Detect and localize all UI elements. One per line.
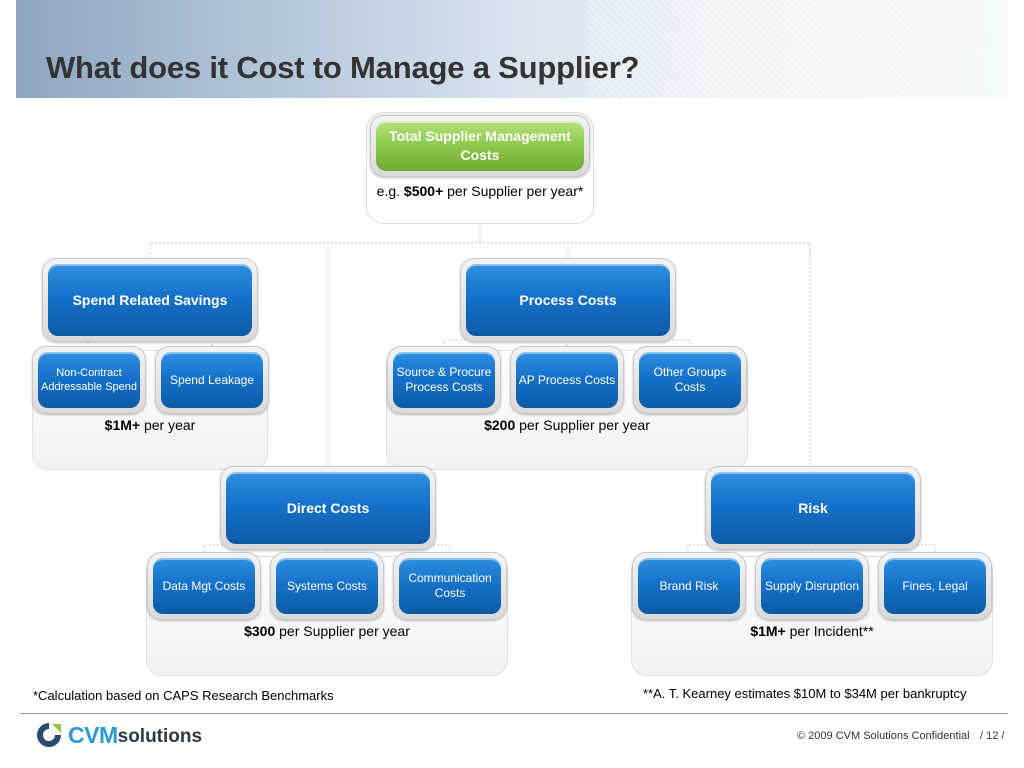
spend-leakage-label: Spend Leakage (161, 352, 263, 408)
cvm-logo-icon (37, 723, 61, 747)
total-supplier-box: Total Supplier Management Costs (370, 115, 590, 177)
spend-leakage-box: Spend Leakage (155, 346, 269, 414)
fines-legal-box: Fines, Legal (878, 552, 992, 620)
spend-related-savings-box: Spend Related Savings (42, 258, 258, 342)
footnote-caps: *Calculation based on CAPS Research Benc… (33, 688, 334, 703)
process-cost-text: $200 per Supplier per year (484, 417, 650, 433)
page-number: / 12 / (980, 730, 1005, 742)
spend-related-savings-label: Spend Related Savings (48, 264, 252, 336)
risk-label: Risk (711, 472, 915, 544)
process-costs-label: Process Costs (466, 264, 670, 336)
header-banner (16, 0, 1008, 98)
source-procure-label: Source & Procure Process Costs (393, 352, 495, 408)
direct-costs-box: Direct Costs (220, 466, 436, 550)
source-procure-box: Source & Procure Process Costs (387, 346, 501, 414)
footer-divider (20, 713, 1008, 714)
direct-costs-label: Direct Costs (226, 472, 430, 544)
non-contract-spend-label: Non-Contract Addressable Spend (38, 352, 140, 408)
other-groups-box: Other Groups Costs (633, 346, 747, 414)
data-mgt-label: Data Mgt Costs (153, 558, 255, 614)
supply-disruption-box: Supply Disruption (755, 552, 869, 620)
risk-cost-text: $1M+ per Incident** (750, 623, 874, 639)
ap-process-box: AP Process Costs (510, 346, 624, 414)
header-hatch-pattern (588, 0, 1008, 98)
communication-costs-label: Communication Costs (399, 558, 501, 614)
data-mgt-box: Data Mgt Costs (147, 552, 261, 620)
copyright-text: © 2009 CVM Solutions Confidential (797, 730, 970, 742)
direct-cost-text: $300 per Supplier per year (244, 623, 410, 639)
systems-costs-label: Systems Costs (276, 558, 378, 614)
spend-cost-text: $1M+ per year (104, 417, 196, 433)
brand-risk-box: Brand Risk (632, 552, 746, 620)
communication-costs-box: Communication Costs (393, 552, 507, 620)
page-title: What does it Cost to Manage a Supplier? (46, 50, 640, 85)
fines-legal-label: Fines, Legal (884, 558, 986, 614)
risk-box: Risk (705, 466, 921, 550)
ap-process-label: AP Process Costs (516, 352, 618, 408)
cvm-logo: CVM solutions (34, 720, 202, 750)
logo-solutions-text: solutions (117, 725, 203, 747)
total-cost-text: e.g. $500+ per Supplier per year* (376, 183, 584, 199)
footnote-kearney: **A. T. Kearney estimates $10M to $34M p… (643, 686, 967, 701)
brand-risk-label: Brand Risk (638, 558, 740, 614)
process-costs-box: Process Costs (460, 258, 676, 342)
logo-cvm-text: CVM (68, 721, 118, 748)
other-groups-label: Other Groups Costs (639, 352, 741, 408)
total-supplier-label: Total Supplier Management Costs (376, 121, 584, 171)
supply-disruption-label: Supply Disruption (761, 558, 863, 614)
systems-costs-box: Systems Costs (270, 552, 384, 620)
non-contract-spend-box: Non-Contract Addressable Spend (32, 346, 146, 414)
